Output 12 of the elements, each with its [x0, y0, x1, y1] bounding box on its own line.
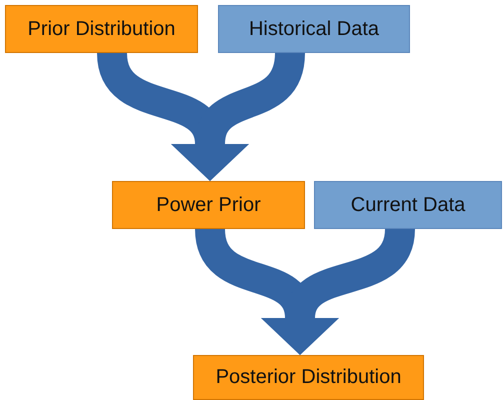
- process-box: [218, 5, 410, 53]
- curved-arrow: [171, 51, 305, 181]
- process-box: [193, 355, 424, 400]
- process-box: [112, 181, 305, 229]
- box-label: Historical Data: [248, 18, 380, 40]
- box-label: Power Prior: [156, 194, 261, 216]
- curved-arrow: [262, 226, 415, 354]
- process-box: [314, 181, 502, 229]
- box-label: Current Data: [350, 194, 466, 216]
- box-label: Prior Distribution: [28, 18, 176, 40]
- box-label: Posterior Distribution: [216, 366, 402, 389]
- process-box: [5, 5, 198, 53]
